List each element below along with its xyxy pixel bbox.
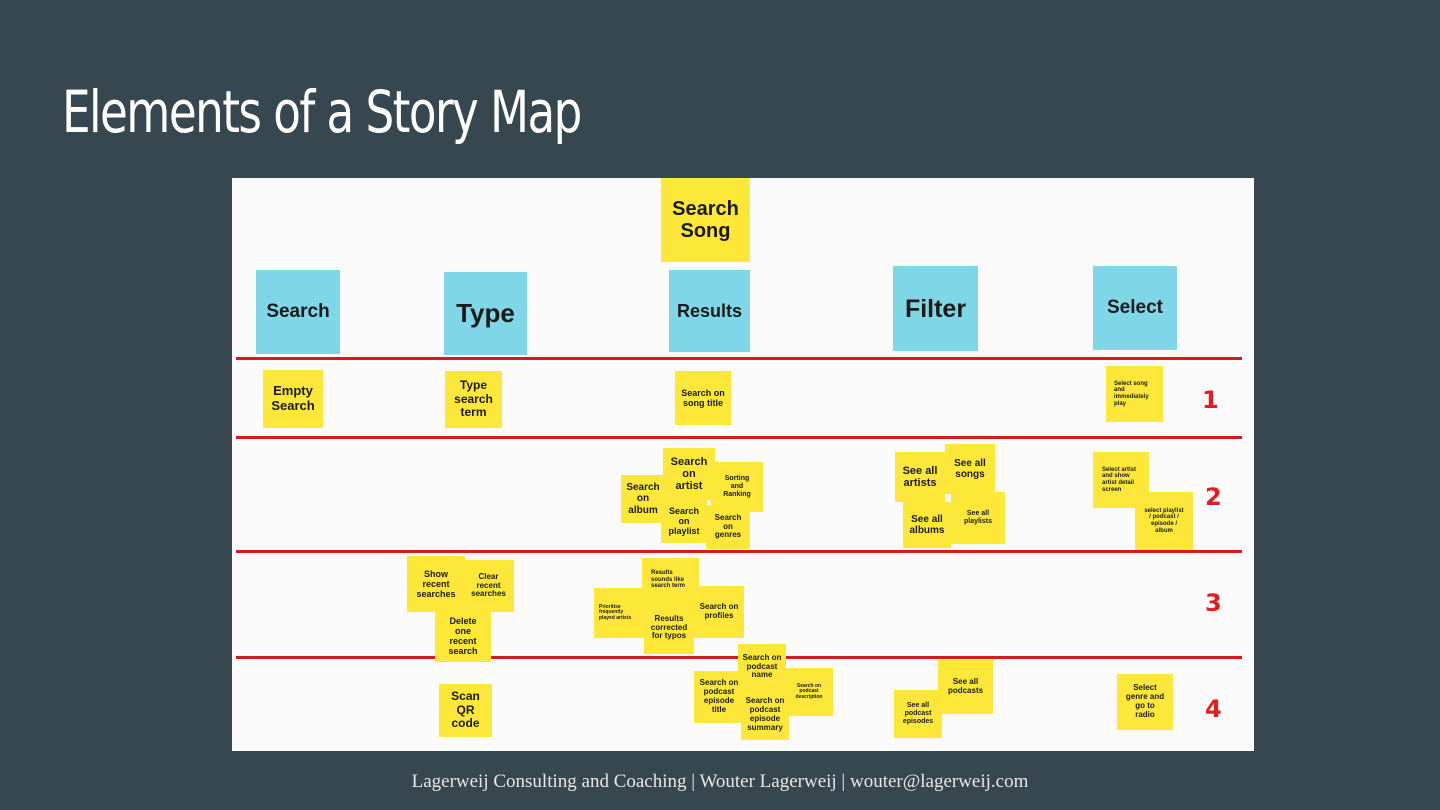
story-note: select playlist / podcast / episode / al… [1135, 492, 1193, 550]
story-note: See all songs [945, 444, 995, 494]
story-note: Prioritise frequently played artists [594, 588, 646, 638]
story-note: See all podcast episodes [894, 690, 942, 738]
slide-title: Elements of a Story Map [62, 78, 582, 146]
story-note: Search on album [621, 475, 665, 523]
story-note: Search on podcast episode title [694, 671, 744, 723]
story-note: Search on podcast episode summary [741, 690, 789, 740]
row-number-4: 4 [1205, 695, 1222, 723]
activity-select: Select [1093, 266, 1177, 350]
story-note: See all artists [895, 452, 945, 502]
activity-results: Results [669, 270, 750, 352]
activity-type: Type [444, 272, 527, 355]
story-note: Search on podcast name [738, 644, 786, 690]
release-line-3 [236, 550, 1242, 553]
row-number-2: 2 [1205, 483, 1222, 511]
story-note: Select genre and go to radio [1117, 674, 1173, 730]
story-note: Delete one recent search [435, 610, 491, 662]
story-note: Scan QR code [439, 684, 492, 737]
story-note: Sorting and Ranking [711, 462, 763, 512]
story-note: Results corrected for typos [644, 602, 694, 654]
goal-note: Search Song [661, 178, 750, 262]
story-note: Search on podcast description [785, 668, 833, 716]
story-note: See all albums [903, 502, 951, 548]
story-note: Empty Search [263, 370, 323, 428]
story-note: Search on artist [663, 448, 715, 500]
story-note: Clear recent searches [463, 560, 514, 612]
slide-footer: Lagerweij Consulting and Coaching | Wout… [411, 771, 1029, 792]
story-note: Select song and immediately play [1106, 366, 1163, 422]
story-note: Type search term [445, 371, 502, 428]
story-note: Search on playlist [661, 499, 707, 543]
story-note: Search on genres [706, 505, 750, 549]
activity-search: Search [256, 270, 340, 354]
story-note: Search on song title [675, 371, 731, 425]
release-line-1 [236, 357, 1242, 360]
story-note: Results sounds like search term [642, 558, 699, 602]
story-note: Search on profiles [694, 586, 744, 638]
activity-filter: Filter [893, 266, 978, 351]
story-note: Select artist and show artist detail scr… [1093, 452, 1149, 508]
row-number-3: 3 [1205, 589, 1222, 617]
release-line-2 [236, 436, 1242, 439]
story-map-board: Search Song Search Type Results Filter S… [232, 178, 1254, 751]
row-number-1: 1 [1202, 386, 1219, 414]
story-note: See all podcasts [938, 660, 993, 714]
story-note: See all playlists [951, 492, 1005, 544]
story-note: Show recent searches [407, 556, 465, 612]
